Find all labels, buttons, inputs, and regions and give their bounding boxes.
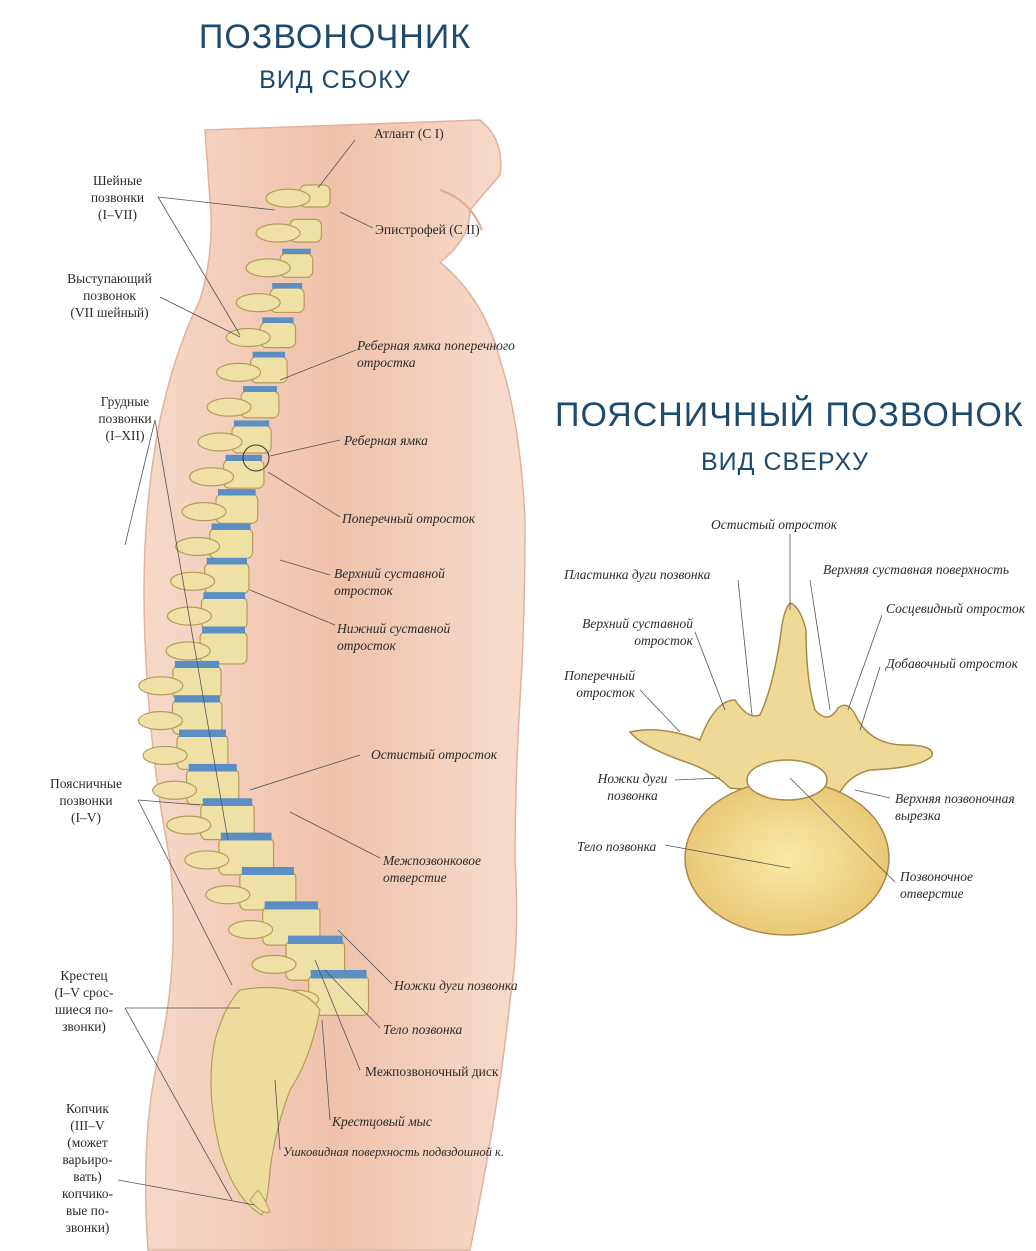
vertebra-process-23 (251, 954, 297, 975)
label-l-superior-surface: Верхняя суставная поверхность (823, 562, 1009, 577)
vertebra-process-9 (188, 467, 235, 487)
intervertebral-disc-18 (202, 798, 253, 806)
leader-lines-spine (117, 139, 393, 1206)
vertebra-process-10 (181, 502, 227, 522)
vertebra-process-8 (197, 432, 243, 452)
vertebra-process-6 (215, 362, 262, 382)
intervertebral-disc-22 (288, 935, 343, 944)
label-sacrum: Крестец(I–V срос-шиеся по-звонки) (54, 968, 114, 1034)
vertebra-process-2 (255, 223, 301, 243)
lumbar-subtitle: ВИД СВЕРХУ (700, 448, 870, 476)
vertebra-process-5 (225, 327, 271, 348)
vertebra-process-21 (205, 885, 251, 905)
intervertebral-disc-9 (217, 489, 256, 496)
label-spinous: Остистый отросток (371, 747, 498, 762)
leader-lines-lumbar (639, 534, 896, 883)
label-l-accessory: Добавочный отросток (886, 656, 1018, 671)
costal-facet-marker (242, 444, 270, 472)
label-atlas: Атлант (C I) (374, 126, 444, 141)
label-transverse: Поперечный отросток (342, 511, 476, 526)
vertebra-process-20 (184, 850, 230, 870)
chin-contour (439, 189, 483, 231)
intervertebral-disc-6 (243, 386, 277, 392)
vertebra-process-22 (228, 919, 274, 940)
intervertebral-disc-15 (174, 695, 220, 703)
spine-column (137, 184, 370, 1017)
intervertebral-disc-7 (233, 420, 270, 427)
intervertebral-disc-20 (241, 866, 294, 875)
vertebra-process-4 (235, 293, 281, 313)
vertebra-process-14 (165, 641, 211, 661)
intervertebral-disc-8 (225, 454, 262, 461)
label-pedicle: Ножки дуги позвонка (394, 978, 518, 993)
vertebral-foramen (746, 759, 828, 801)
intervertebral-disc-12 (203, 592, 246, 599)
lumbar-vertebra (628, 602, 933, 936)
intervertebral-disc-23 (310, 970, 367, 979)
lumbar-title: ПОЯСНИЧНЫЙ ПОЗВОНОК (555, 396, 1024, 434)
intervertebral-disc-19 (220, 832, 272, 841)
vertebra-process-19 (166, 815, 212, 835)
label-promontory: Крестцовый мыс (332, 1114, 432, 1129)
intervertebral-disc-13 (202, 626, 245, 634)
intervertebral-disc-3 (272, 283, 303, 289)
intervertebral-disc-5 (252, 351, 286, 358)
intervertebral-disc-21 (264, 901, 318, 910)
spine-title: ПОЗВОНОЧНИК (198, 18, 472, 56)
vertebra-process-18 (152, 780, 198, 800)
intervertebral-disc-17 (188, 763, 237, 772)
intervertebral-disc-11 (206, 557, 247, 565)
vertebra-process-1 (265, 188, 311, 208)
vertebra-process-12 (170, 571, 216, 591)
vertebra-process-11 (175, 536, 221, 557)
label-l-spinous: Остистый отросток (711, 517, 838, 532)
intervertebral-disc-2 (282, 248, 311, 254)
label-body: Тело позвонка (383, 1022, 463, 1037)
vertebral-body (684, 780, 890, 936)
label-costal-facet: Реберная ямка (344, 433, 428, 448)
label-axis: Эпистрофей (C II) (375, 222, 480, 237)
vertebra-process-3 (245, 258, 291, 278)
sacrum-shape (210, 986, 321, 1216)
coccyx-shape (249, 1189, 271, 1213)
label-l-body: Тело позвонка (577, 839, 657, 854)
label-l-lamina: Пластинка дуги позвонка (564, 567, 711, 582)
vertebra-process-16 (137, 711, 184, 731)
intervertebral-disc-16 (179, 729, 226, 737)
vertebra-process-15 (138, 676, 184, 696)
vertebra-process-17 (142, 745, 188, 766)
label-disc: Межпозвоночный диск (365, 1064, 499, 1079)
intervertebral-disc-10 (211, 523, 251, 530)
label-l-mammillary: Сосцевидный отросток (886, 601, 1026, 616)
spine-subtitle: ВИД СБОКУ (259, 66, 411, 94)
intervertebral-disc-14 (174, 660, 220, 668)
label-auricular: Ушковидная поверхность подвздошной к. (283, 1145, 504, 1159)
vertebra-process-7 (206, 397, 252, 417)
intervertebral-disc-4 (262, 317, 294, 323)
